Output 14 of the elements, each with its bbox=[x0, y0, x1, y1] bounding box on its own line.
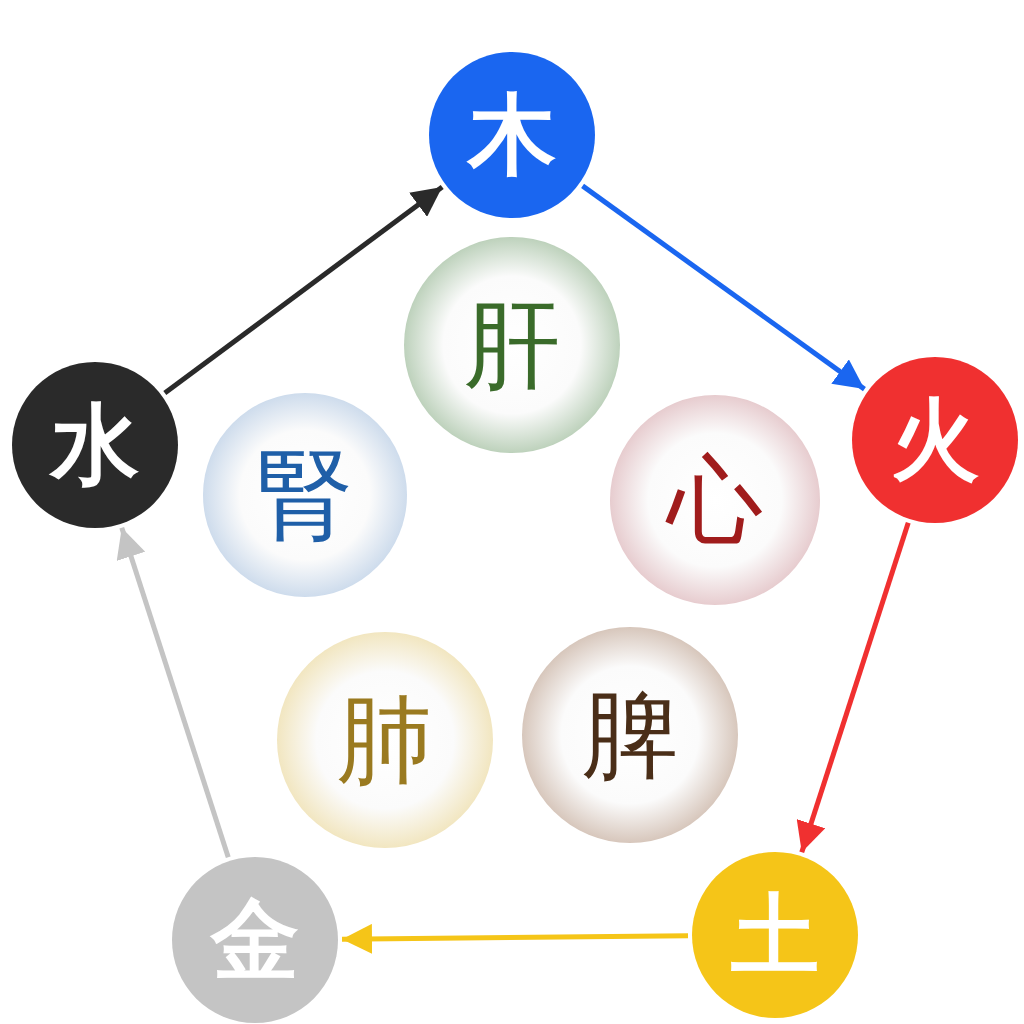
element-label: 土 bbox=[731, 891, 819, 979]
organ-label: 肺 bbox=[337, 692, 433, 788]
element-label: 火 bbox=[891, 396, 979, 484]
organ-label: 肝 bbox=[464, 297, 560, 393]
arrow bbox=[341, 923, 689, 954]
arrow bbox=[581, 183, 866, 392]
element-label: 水 bbox=[51, 401, 139, 489]
arrow bbox=[116, 527, 231, 858]
organ-label: 腎 bbox=[257, 447, 353, 543]
element-label: 金 bbox=[211, 896, 299, 984]
organ-label: 脾 bbox=[582, 687, 678, 783]
organ-label: 心 bbox=[667, 452, 763, 548]
element-label: 木 bbox=[468, 91, 556, 179]
arrow bbox=[796, 522, 911, 853]
